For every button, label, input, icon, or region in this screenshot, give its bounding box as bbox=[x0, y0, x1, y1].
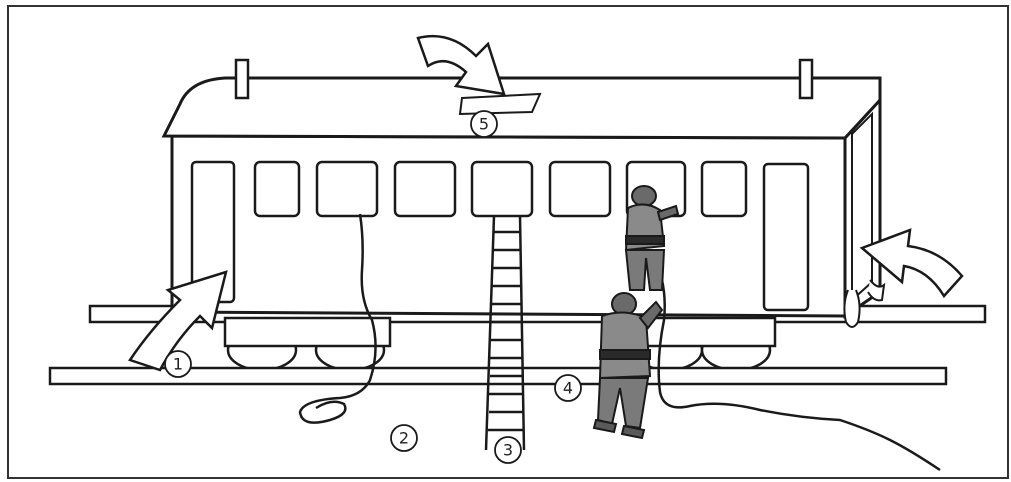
svg-text:4: 4 bbox=[563, 379, 573, 398]
end-coupler bbox=[844, 290, 859, 327]
roof-hatch bbox=[460, 94, 540, 114]
svg-text:5: 5 bbox=[479, 115, 489, 134]
svg-text:1: 1 bbox=[173, 355, 183, 374]
roof-vent-right bbox=[800, 60, 812, 98]
bogie-left bbox=[225, 318, 390, 346]
svg-text:3: 3 bbox=[503, 441, 513, 460]
roof-vent-left bbox=[236, 60, 248, 98]
svg-text:2: 2 bbox=[399, 429, 409, 448]
marker-2: 2 bbox=[391, 425, 417, 451]
door-right bbox=[764, 164, 808, 310]
marker-4: 4 bbox=[555, 375, 581, 401]
end-door bbox=[852, 114, 872, 300]
marker-1: 1 bbox=[165, 351, 191, 377]
marker-3: 3 bbox=[495, 437, 521, 463]
marker-5: 5 bbox=[471, 111, 497, 137]
